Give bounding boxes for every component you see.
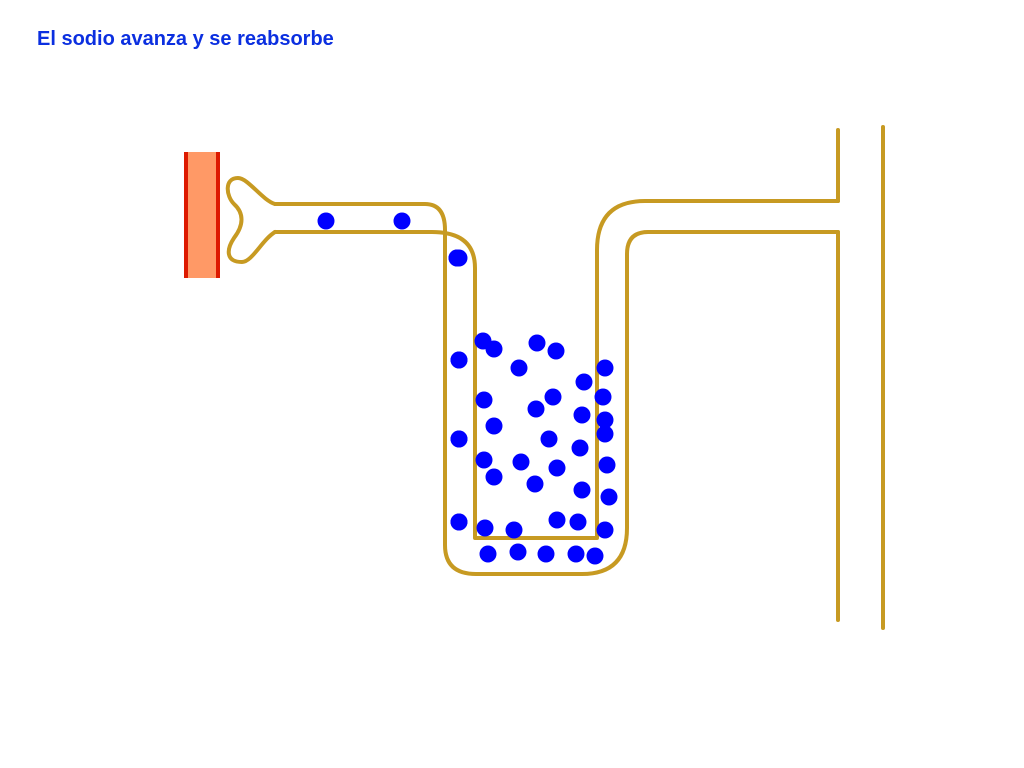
sodium-ion bbox=[548, 511, 566, 529]
sodium-ion bbox=[512, 453, 530, 471]
sodium-ion bbox=[537, 545, 555, 563]
sodium-ion bbox=[528, 334, 546, 352]
tubule-inner-wall bbox=[273, 199, 840, 540]
blood-vessel-lumen bbox=[186, 152, 218, 278]
sodium-ion bbox=[600, 488, 618, 506]
sodium-ion bbox=[509, 543, 527, 561]
sodium-ion bbox=[450, 513, 468, 531]
sodium-ion bbox=[450, 351, 468, 369]
sodium-ion bbox=[317, 212, 335, 230]
bowman-capsule bbox=[225, 176, 277, 264]
sodium-ion bbox=[598, 456, 616, 474]
sodium-ion bbox=[450, 430, 468, 448]
sodium-ion bbox=[596, 521, 614, 539]
sodium-ion bbox=[448, 249, 466, 267]
tubule bbox=[225, 125, 885, 630]
sodium-ion bbox=[479, 545, 497, 563]
blood-vessel bbox=[184, 152, 220, 278]
sodium-ion bbox=[485, 340, 503, 358]
sodium-ion bbox=[569, 513, 587, 531]
sodium-ion bbox=[586, 547, 604, 565]
sodium-ion bbox=[596, 359, 614, 377]
sodium-ion bbox=[540, 430, 558, 448]
sodium-ion bbox=[573, 481, 591, 499]
sodium-ion bbox=[526, 475, 544, 493]
sodium-ion bbox=[596, 425, 614, 443]
sodium-ion bbox=[393, 212, 411, 230]
sodium-ion bbox=[548, 459, 566, 477]
sodium-ion bbox=[475, 391, 493, 409]
sodium-ion bbox=[505, 521, 523, 539]
sodium-ion bbox=[575, 373, 593, 391]
sodium-particles bbox=[317, 212, 618, 565]
sodium-ion bbox=[485, 417, 503, 435]
sodium-ion bbox=[567, 545, 585, 563]
sodium-ion bbox=[476, 519, 494, 537]
slide-title: El sodio avanza y se reabsorbe bbox=[37, 28, 334, 50]
sodium-ion bbox=[596, 411, 614, 429]
sodium-ion bbox=[475, 451, 493, 469]
sodium-ion bbox=[527, 400, 545, 418]
sodium-ion bbox=[485, 468, 503, 486]
sodium-ion bbox=[571, 439, 589, 457]
sodium-ion bbox=[544, 388, 562, 406]
sodium-ion bbox=[594, 388, 612, 406]
sodium-ion bbox=[510, 359, 528, 377]
sodium-ion bbox=[573, 406, 591, 424]
tubule-outer-wall bbox=[273, 202, 840, 576]
sodium-ion bbox=[547, 342, 565, 360]
